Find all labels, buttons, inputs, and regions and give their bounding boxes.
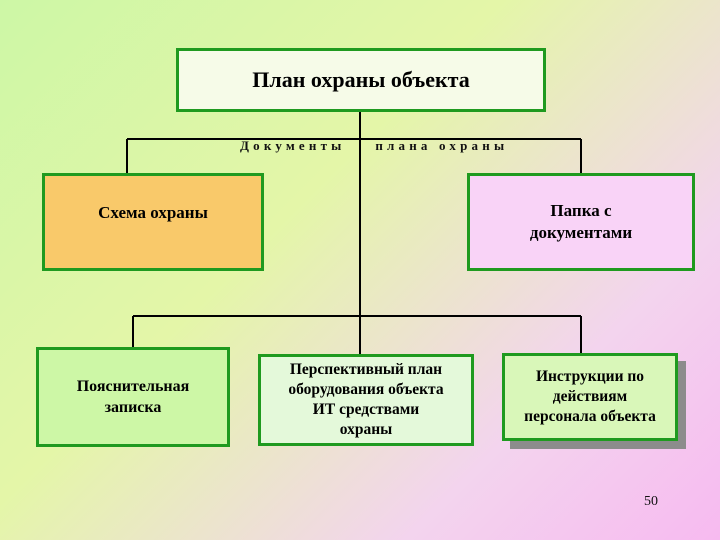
instructions-label-line: действиям xyxy=(552,388,628,405)
note-node: Пояснительная записка xyxy=(36,347,230,447)
folder-label-line: документами xyxy=(529,223,633,242)
plan-node: Перспективный план оборудования объекта … xyxy=(258,354,474,446)
note-label-line: Пояснительная xyxy=(76,378,190,395)
instructions-label-line: Инструкции по xyxy=(535,368,645,385)
plan-label-line: охраны xyxy=(339,421,393,438)
plan-label-line: Перспективный план xyxy=(289,361,443,378)
page-number: 50 xyxy=(644,494,658,509)
connector-caption: Документы плана охраны xyxy=(240,138,509,153)
instructions-node: Инструкции по действиям персонала объект… xyxy=(502,353,678,441)
folder-node: Папка с документами xyxy=(467,173,695,271)
instructions-label-line: персонала объекта xyxy=(524,408,656,425)
schema-label: Схема охраны xyxy=(98,203,208,222)
note-label-line: записка xyxy=(104,399,162,416)
plan-label-line: ИТ средствами xyxy=(312,401,420,418)
root-title: План охраны объекта xyxy=(252,67,470,92)
folder-label-line: Папка с xyxy=(550,201,612,220)
schema-node: Схема охраны xyxy=(42,173,264,271)
plan-label-line: оборудования объекта xyxy=(288,381,444,398)
root-node: План охраны объекта xyxy=(176,48,546,112)
